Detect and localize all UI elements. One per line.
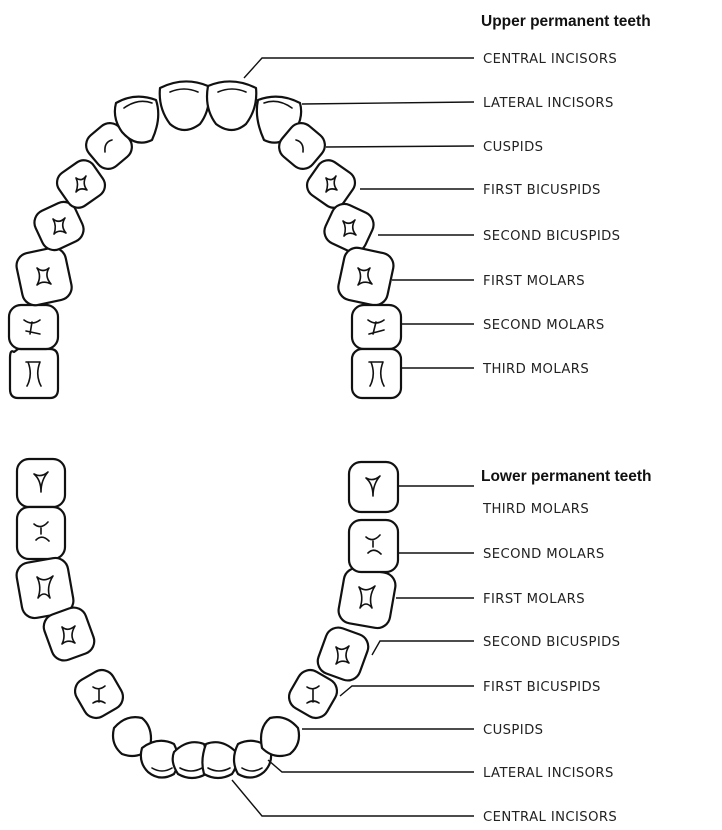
lower-arch xyxy=(15,459,398,778)
upper-arch xyxy=(9,81,401,398)
lower-label-first-molars: FIRST MOLARS xyxy=(483,592,585,607)
upper-left-first-molar xyxy=(14,245,74,307)
upper-label-second-bicuspids: SECOND BICUSPIDS xyxy=(483,229,620,244)
upper-right-first-molar xyxy=(336,245,396,307)
lower-label-third-molars: THIRD MOLARS xyxy=(482,502,589,517)
upper-right-second-molar xyxy=(352,305,401,349)
upper-right-central-incisor xyxy=(207,81,256,130)
upper-label-cuspids: CUSPIDS xyxy=(483,140,543,155)
upper-labels: CENTRAL INCISORS LATERAL INCISORS CUSPID… xyxy=(482,52,620,377)
upper-label-central-incisors: CENTRAL INCISORS xyxy=(483,52,617,67)
lower-right-cuspid xyxy=(261,717,299,756)
upper-heading: Upper permanent teeth xyxy=(481,13,651,30)
upper-left-central-incisor xyxy=(160,81,209,130)
upper-right-second-bicuspid xyxy=(320,200,378,257)
lower-labels: THIRD MOLARS SECOND MOLARS FIRST MOLARS … xyxy=(482,502,620,825)
lower-heading: Lower permanent teeth xyxy=(481,468,652,485)
lower-right-central-incisor xyxy=(202,742,237,778)
lower-label-first-bicuspids: FIRST BICUSPIDS xyxy=(483,680,601,695)
lower-left-third-molar xyxy=(17,459,65,507)
lower-right-first-molar xyxy=(337,566,398,630)
upper-left-third-molar xyxy=(10,349,58,398)
lower-label-cuspids: CUSPIDS xyxy=(483,723,543,738)
upper-label-first-bicuspids: FIRST BICUSPIDS xyxy=(483,183,601,198)
upper-right-third-molar xyxy=(352,349,401,398)
lower-label-lateral-incisors: LATERAL INCISORS xyxy=(483,766,614,781)
lower-label-central-incisors: CENTRAL INCISORS xyxy=(483,810,617,825)
upper-label-first-molars: FIRST MOLARS xyxy=(483,274,585,289)
upper-label-second-molars: SECOND MOLARS xyxy=(483,318,605,333)
upper-left-second-molar xyxy=(9,305,58,349)
lower-right-second-molar xyxy=(349,520,398,572)
lower-right-third-molar xyxy=(349,462,398,512)
lower-left-second-molar xyxy=(17,507,65,559)
upper-label-third-molars: THIRD MOLARS xyxy=(482,362,589,377)
lower-label-second-bicuspids: SECOND BICUSPIDS xyxy=(483,635,620,650)
upper-label-lateral-incisors: LATERAL INCISORS xyxy=(483,96,614,111)
lower-label-second-molars: SECOND MOLARS xyxy=(483,547,605,562)
lower-left-first-bicuspid xyxy=(70,665,127,722)
